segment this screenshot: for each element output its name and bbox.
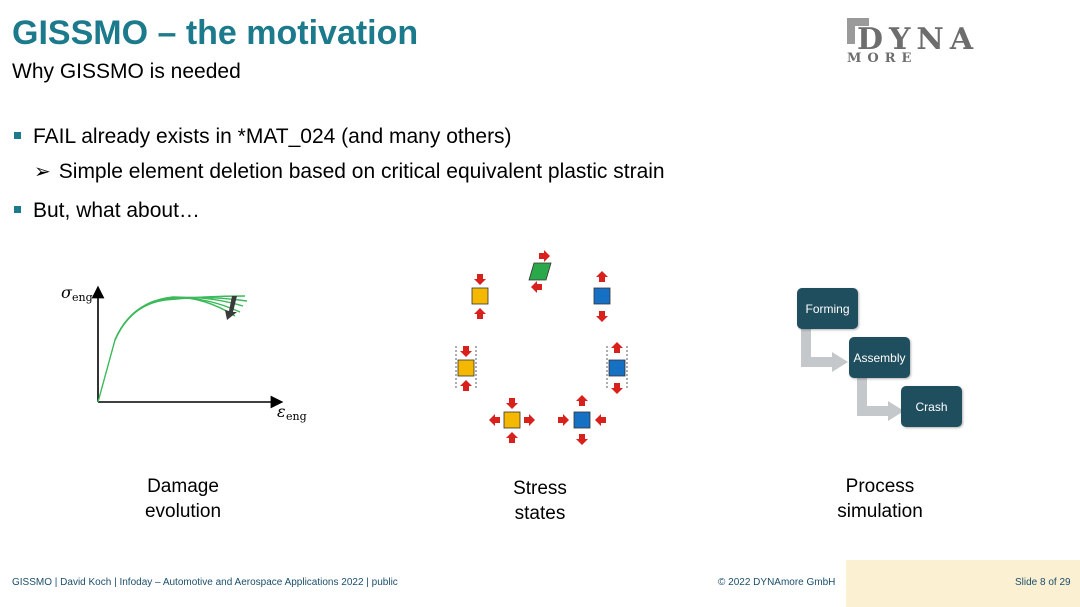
bullet-square-icon (14, 205, 21, 213)
damage-arrow-icon (225, 296, 237, 320)
stress-caption: Stress states (440, 476, 640, 526)
stress-caption-line1: Stress (513, 478, 567, 499)
stress-state-uniaxial-compression (593, 271, 611, 322)
process-step-assembly: Assembly (849, 337, 910, 378)
damage-caption-line1: Damage (147, 476, 219, 497)
footer-slide-number: Slide 8 of 29 (1015, 577, 1071, 588)
footer-copyright: © 2022 DYNAmore GmbH (718, 577, 836, 588)
process-step-crash: Crash (901, 386, 962, 427)
footer-highlight (846, 560, 1080, 607)
damage-evolution-plot: σ eng ε eng (61, 283, 307, 423)
bullet-3-text: But, what about… (33, 199, 200, 222)
bullet-2: ➢ Simple element deletion based on critic… (34, 159, 665, 184)
stress-state-biaxial-tension (489, 398, 535, 443)
arrow-bullet-icon: ➢ (34, 161, 51, 183)
y-axis-label: σ (61, 283, 73, 302)
process-step-forming: Forming (797, 288, 858, 329)
process-caption-line1: Process (845, 476, 915, 497)
stress-state-uniaxial-tension (471, 274, 489, 319)
stress-states-diagram (455, 250, 628, 445)
dynamore-logo: DYNA MORE (845, 16, 1030, 66)
flow-arrow-icon (857, 378, 890, 416)
damage-caption-line2: evolution (144, 501, 222, 522)
bullet-1-text: FAIL already exists in *MAT_024 (and man… (33, 125, 512, 148)
dynamore-logo-mark: DYNA MORE (847, 18, 979, 66)
stress-caption-line2: states (514, 503, 566, 524)
stress-state-plane-strain-compression (606, 342, 628, 394)
damage-caption: Damage evolution (83, 474, 283, 524)
slide-subtitle: Why GISSMO is needed (12, 60, 241, 83)
logo-text-more: MORE (847, 51, 917, 66)
process-caption-line2: simulation (837, 501, 923, 522)
footer-left: GISSMO | David Koch | Infoday – Automoti… (12, 577, 398, 588)
bullet-2-text: Simple element deletion based on critica… (58, 160, 665, 183)
stress-state-shear (528, 250, 552, 293)
bullet-1: FAIL already exists in *MAT_024 (and man… (14, 125, 512, 149)
bullet-square-icon (14, 131, 21, 139)
flow-arrow-icon (801, 328, 834, 367)
y-axis-label-sub: eng (72, 291, 93, 304)
logo-text-dyna: DYNA (857, 22, 979, 57)
process-caption: Process simulation (780, 474, 980, 524)
slide-title: GISSMO – the motivation (12, 14, 419, 52)
process-flow-connectors (801, 328, 904, 421)
bullet-3: But, what about… (14, 199, 200, 223)
stress-state-plane-strain-tension (455, 346, 477, 391)
stress-strain-curves (97, 295, 248, 403)
stress-state-biaxial-compression (558, 395, 606, 445)
x-axis-label-sub: eng (286, 410, 307, 423)
x-axis-label: ε (277, 402, 286, 421)
